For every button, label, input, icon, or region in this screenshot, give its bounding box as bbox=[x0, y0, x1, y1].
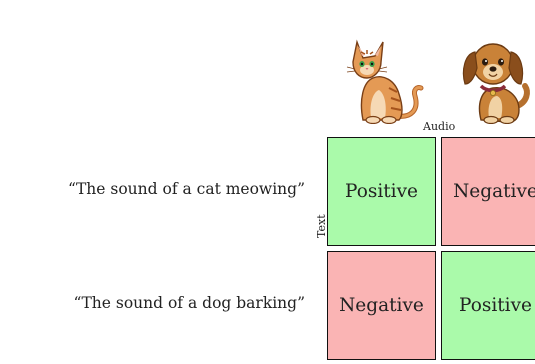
matrix-cell-dog-text-dog-audio: Positive bbox=[441, 251, 535, 360]
matrix-cell-cat-text-dog-audio: Negative bbox=[441, 137, 535, 246]
column-axis-label: Audio bbox=[423, 120, 456, 133]
dog-icon bbox=[462, 43, 530, 124]
row-label-cat: “The sound of a cat meowing” bbox=[68, 180, 305, 198]
matrix-cell-cat-text-cat-audio: Positive bbox=[327, 137, 436, 246]
cat-icon bbox=[346, 39, 424, 124]
row-label-dog: “The sound of a dog barking” bbox=[73, 294, 305, 312]
matrix-cell-dog-text-cat-audio: Negative bbox=[327, 251, 436, 360]
